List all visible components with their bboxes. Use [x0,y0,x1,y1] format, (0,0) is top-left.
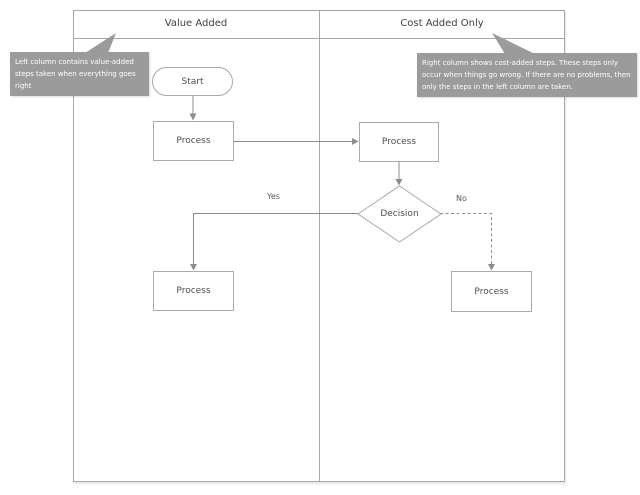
callout-right-tail [492,33,535,54]
process-node-label: Process [381,137,417,147]
connector-decision-yes [193,213,358,264]
process-left-top-node: Process [153,121,234,161]
edge-label-yes: Yes [259,192,288,201]
edge-label-no: No [447,194,476,203]
arrowhead [189,113,197,121]
column-header-cost-added-only: Cost Added Only [400,18,484,29]
callout-left: Left column contains value-added steps t… [10,52,149,96]
decision-node-label: Decision [380,209,419,219]
connector-decision-no [440,213,492,264]
start-node-label: Start [181,76,204,87]
start-node: Start [152,67,233,96]
column-divider [319,10,320,482]
process-node-label: Process [176,286,211,296]
process-right-top-node: Process [359,122,439,162]
callout-right: Right column shows cost-added steps. The… [417,53,637,97]
arrowhead [190,264,197,271]
arrowhead [488,264,495,271]
callout-left-tail [85,33,116,53]
arrowhead [352,138,359,145]
diamond-shape [357,185,442,243]
decision-node: Decision [357,185,442,243]
process-right-bottom-node: Process [451,271,532,312]
process-node-label: Process [474,286,509,297]
process-node-label: Process [176,136,211,146]
process-left-bottom-node: Process [153,271,234,311]
arrowhead [395,179,403,186]
column-header-value-added: Value Added [164,18,228,29]
